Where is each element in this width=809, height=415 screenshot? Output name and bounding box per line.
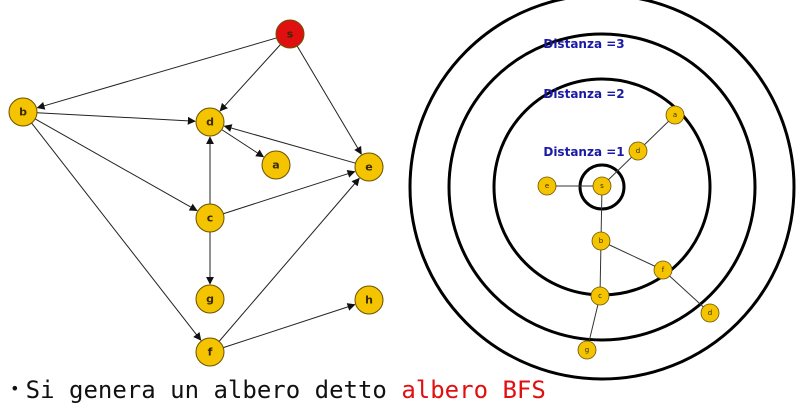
node-e: e bbox=[354, 152, 384, 182]
tree-node-d: d bbox=[628, 141, 648, 161]
graph-nodes: s b d a e c g f h bbox=[8, 19, 384, 367]
edge-b-d bbox=[36, 112, 196, 125]
svg-text:d: d bbox=[206, 116, 214, 129]
bfs-tree-nodes: s e d a b c f g d bbox=[537, 105, 720, 360]
graph-edges bbox=[31, 37, 362, 349]
tree-node-f: f bbox=[653, 260, 673, 280]
svg-text:a: a bbox=[673, 111, 677, 119]
tree-node-c: c bbox=[590, 286, 610, 306]
edge-s-b bbox=[36, 37, 277, 110]
svg-text:e: e bbox=[365, 161, 372, 174]
tree-node-e: e bbox=[537, 176, 557, 196]
svg-text:d: d bbox=[708, 309, 712, 317]
distance-labels: Distanza =3 Distanza =2 Distanza =1 bbox=[543, 37, 624, 159]
tree-node-b: b bbox=[591, 231, 611, 251]
svg-text:c: c bbox=[598, 292, 602, 300]
edge-b-f bbox=[31, 122, 202, 341]
caption: • Si genera un albero detto albero BFS bbox=[10, 376, 546, 404]
tree-node-h: d bbox=[700, 303, 720, 323]
distance-ring-0 bbox=[408, 0, 796, 381]
svg-text:f: f bbox=[662, 266, 665, 274]
edge-e-d bbox=[223, 124, 356, 164]
svg-text:g: g bbox=[206, 293, 214, 306]
svg-text:g: g bbox=[585, 346, 589, 354]
bullet: • bbox=[10, 379, 20, 398]
node-s: s bbox=[275, 19, 305, 49]
tree-edge-f-h bbox=[662, 269, 711, 314]
edge-f-e bbox=[218, 177, 360, 342]
svg-text:b: b bbox=[599, 237, 604, 245]
distance-label-2: Distanza =1 bbox=[543, 145, 624, 159]
svg-text:a: a bbox=[272, 159, 279, 172]
svg-text:s: s bbox=[600, 182, 604, 190]
edge-s-e bbox=[296, 45, 362, 155]
svg-text:f: f bbox=[208, 346, 213, 359]
node-f: f bbox=[195, 337, 225, 367]
distance-ring-1 bbox=[447, 32, 757, 342]
edge-d-a bbox=[221, 129, 265, 158]
tree-node-g: g bbox=[577, 340, 597, 360]
node-a: a bbox=[261, 150, 291, 180]
distance-label-1: Distanza =2 bbox=[543, 87, 624, 101]
node-b: b bbox=[8, 97, 38, 127]
svg-text:e: e bbox=[545, 182, 549, 190]
edge-c-e bbox=[223, 169, 356, 215]
svg-text:s: s bbox=[287, 28, 294, 41]
tree-node-a: a bbox=[665, 105, 685, 125]
caption-highlight: albero BFS bbox=[401, 376, 546, 404]
svg-text:h: h bbox=[365, 294, 373, 307]
node-h: h bbox=[354, 285, 384, 315]
caption-text: Si genera un albero detto bbox=[25, 376, 402, 404]
svg-text:d: d bbox=[636, 147, 640, 155]
tree-node-s: s bbox=[592, 176, 612, 196]
node-c: c bbox=[195, 203, 225, 233]
edge-b-c bbox=[34, 118, 198, 212]
node-d: d bbox=[195, 107, 225, 137]
svg-text:b: b bbox=[19, 106, 27, 119]
edge-s-d bbox=[219, 44, 281, 112]
tree-edge-b-f bbox=[600, 240, 664, 271]
edge-f-h bbox=[223, 303, 356, 349]
svg-text:c: c bbox=[207, 212, 214, 225]
node-g: g bbox=[195, 284, 225, 314]
distance-label-0: Distanza =3 bbox=[543, 37, 624, 51]
